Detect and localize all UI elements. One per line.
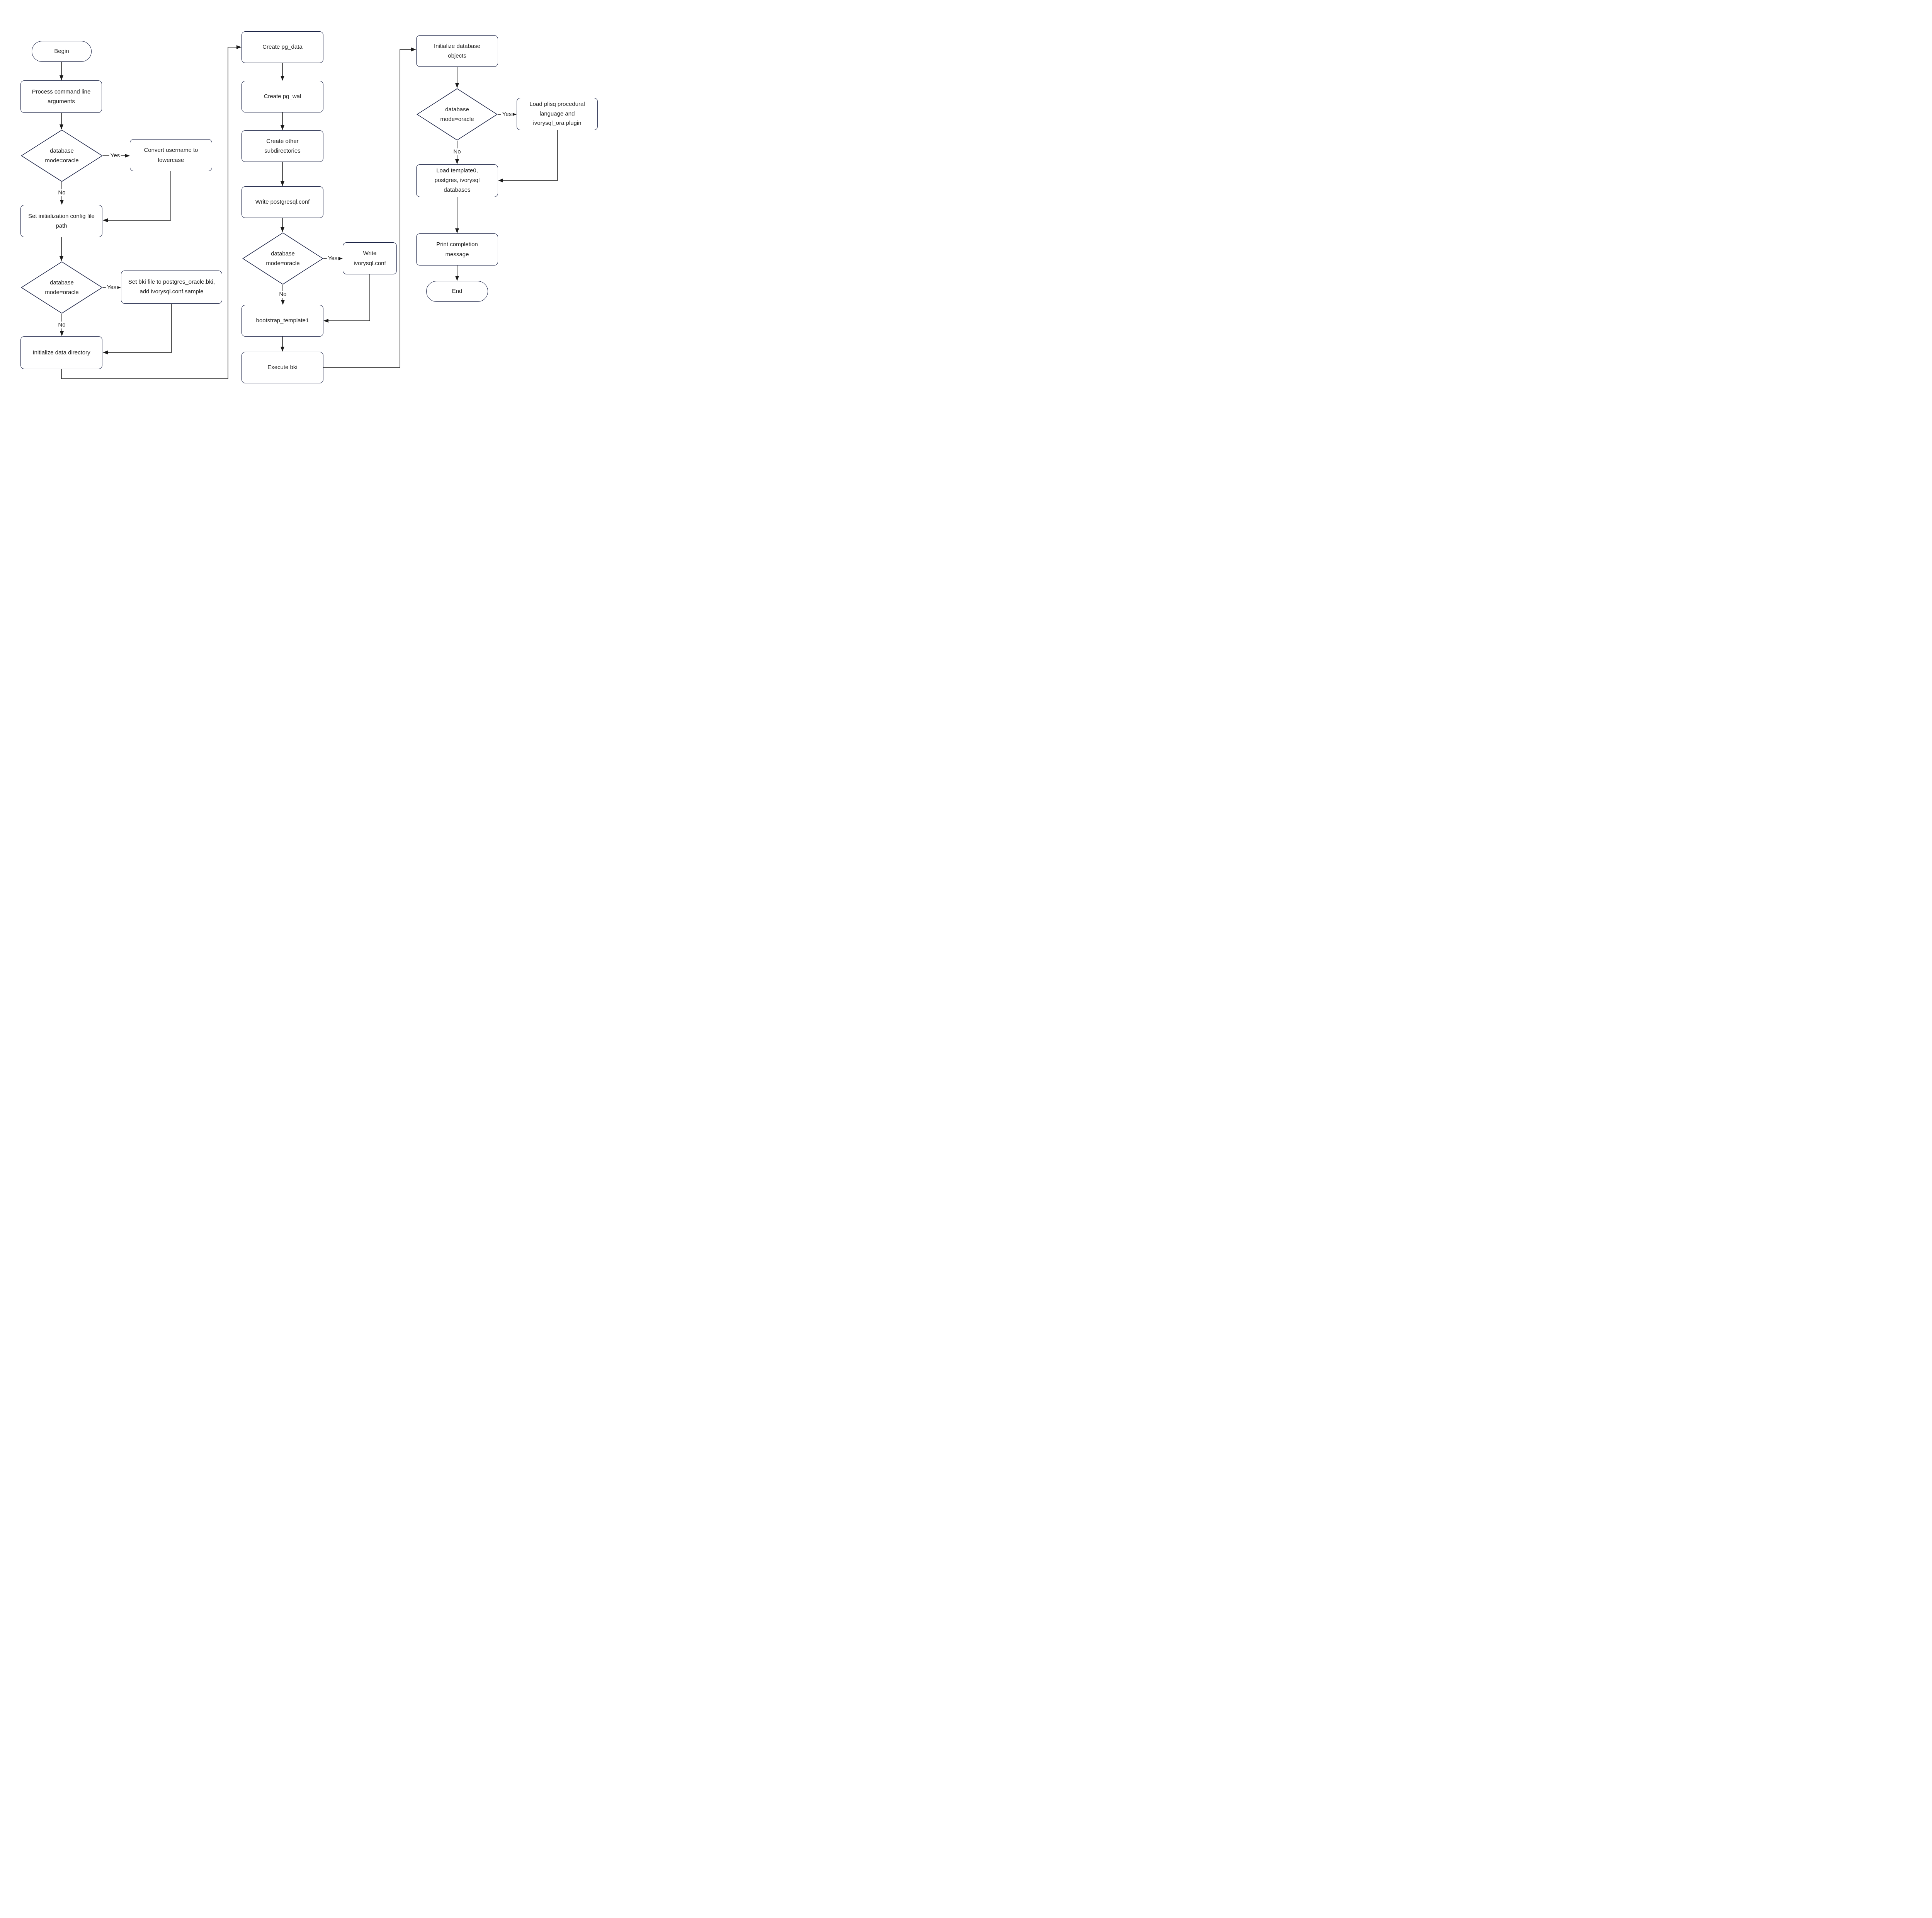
edge-label-decision1-no: No <box>57 189 67 196</box>
node-load-plisq-plugin: Load plisq procedural language and ivory… <box>517 98 598 130</box>
node-decision-database-mode-4-label: database mode=oracle <box>440 106 474 123</box>
node-decision-database-mode-3-label: database mode=oracle <box>266 250 300 267</box>
diamond-shape-icon <box>242 232 323 285</box>
edge-layer <box>60 45 558 379</box>
edge-label-decision4-yes: Yes <box>501 111 513 118</box>
node-initialize-data-directory: Initialize data directory <box>20 336 102 369</box>
node-convert-username-lowercase-label: Convert username to lowercase <box>144 147 198 163</box>
node-create-pg-wal: Create pg_wal <box>242 81 323 112</box>
edge-plisq-to-templates <box>498 130 558 182</box>
diamond-shape-icon <box>21 129 103 182</box>
edge-label-decision2-no: No <box>57 322 67 328</box>
node-create-pg-wal-label: Create pg_wal <box>264 93 301 100</box>
node-load-template-databases: Load template0, postgres, ivorysql datab… <box>416 164 498 197</box>
edge-setbki-to-initdir <box>103 304 172 354</box>
node-write-ivorysql-conf-label: Write ivorysql.conf <box>354 250 386 267</box>
node-set-bki-file: Set bki file to postgres_oracle.bki, add… <box>121 271 222 304</box>
node-decision-database-mode-2-label: database mode=oracle <box>45 279 79 296</box>
node-load-plisq-plugin-label: Load plisq procedural language and ivory… <box>529 100 585 127</box>
node-set-bki-file-label: Set bki file to postgres_oracle.bki, add… <box>128 279 215 295</box>
node-decision-database-mode-4: database mode=oracle <box>417 88 498 141</box>
edge-convert-to-setinit <box>103 171 171 222</box>
edge-execute-to-initdb <box>323 48 416 368</box>
node-create-other-subdirectories: Create other subdirectories <box>242 130 323 162</box>
node-create-pg-data-label: Create pg_data <box>262 44 303 51</box>
edge-label-decision3-yes: Yes <box>327 255 339 262</box>
diamond-shape-icon <box>417 88 498 141</box>
node-write-postgresql-conf: Write postgresql.conf <box>242 186 323 218</box>
diamond-shape-icon <box>21 261 103 314</box>
node-execute-bki: Execute bki <box>242 352 323 383</box>
node-write-postgresql-conf-label: Write postgresql.conf <box>255 199 310 206</box>
node-decision-database-mode-3: database mode=oracle <box>242 232 323 285</box>
node-decision-database-mode-2: database mode=oracle <box>21 261 103 314</box>
node-convert-username-lowercase: Convert username to lowercase <box>130 139 212 171</box>
node-create-pg-data: Create pg_data <box>242 31 323 63</box>
node-end: End <box>426 281 488 302</box>
flowchart: Begin Process command line arguments dat… <box>0 0 603 426</box>
node-load-template-databases-label: Load template0, postgres, ivorysql datab… <box>434 167 480 193</box>
node-initialize-database-objects-label: Initialize database objects <box>434 43 481 60</box>
node-bootstrap-template1: bootstrap_template1 <box>242 305 323 337</box>
edge-ivorysql-to-bootstrap <box>323 274 370 323</box>
node-write-ivorysql-conf: Write ivorysql.conf <box>343 242 397 274</box>
node-set-init-config-path: Set initialization config file path <box>20 205 102 237</box>
edge-label-decision2-yes: Yes <box>105 284 118 291</box>
node-decision-database-mode-1-label: database mode=oracle <box>45 147 79 164</box>
node-begin-label: Begin <box>54 48 69 55</box>
edge-label-decision4-no: No <box>452 148 462 155</box>
node-bootstrap-template1-label: bootstrap_template1 <box>256 317 309 324</box>
node-initialize-data-directory-label: Initialize data directory <box>32 349 90 356</box>
node-process-command-line-arguments: Process command line arguments <box>20 80 102 113</box>
node-execute-bki-label: Execute bki <box>267 364 298 371</box>
node-print-completion-message: Print completion message <box>416 233 498 265</box>
node-decision-database-mode-1: database mode=oracle <box>21 129 103 182</box>
node-initialize-database-objects: Initialize database objects <box>416 35 498 67</box>
node-begin: Begin <box>32 41 92 62</box>
edge-initdir-to-pgdata <box>61 45 242 379</box>
node-print-completion-message-label: Print completion message <box>436 241 478 258</box>
edge-label-decision3-no: No <box>278 291 288 298</box>
node-set-init-config-path-label: Set initialization config file path <box>28 213 95 230</box>
node-create-other-subdirectories-label: Create other subdirectories <box>264 138 301 155</box>
node-end-label: End <box>452 288 463 295</box>
edge-label-decision1-yes: Yes <box>109 152 121 159</box>
node-process-command-line-arguments-label: Process command line arguments <box>32 88 91 105</box>
